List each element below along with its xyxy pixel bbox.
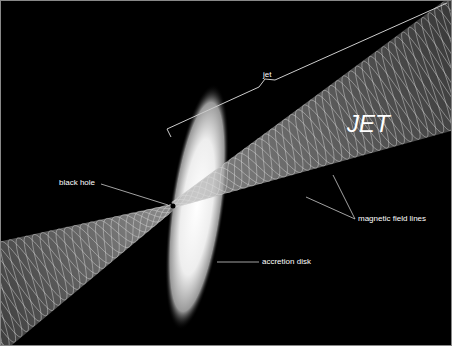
part-label: jet xyxy=(263,71,271,80)
leader-line xyxy=(306,197,355,219)
leader-line xyxy=(217,262,259,263)
accretion-disk xyxy=(153,80,241,333)
part-label: black hole xyxy=(59,179,95,188)
magnetic-field-line xyxy=(145,1,452,258)
magnetic-field-line xyxy=(147,3,452,262)
jet-cone xyxy=(144,1,452,264)
magnetic-field-line xyxy=(145,1,452,259)
part-label: magnetic field lines xyxy=(358,215,426,224)
magnetic-field-line xyxy=(146,1,452,257)
part-label: accretion disk xyxy=(262,258,311,267)
magnetic-field-line xyxy=(148,4,452,261)
title-label: JET xyxy=(347,111,390,137)
jet-bracket-tick xyxy=(259,79,275,87)
leader-line xyxy=(101,184,168,205)
upper-jet xyxy=(144,1,452,264)
magnetic-field-line xyxy=(146,2,452,264)
jet-bracket xyxy=(167,3,447,137)
leader-line xyxy=(333,175,355,219)
black-hole xyxy=(171,204,176,209)
